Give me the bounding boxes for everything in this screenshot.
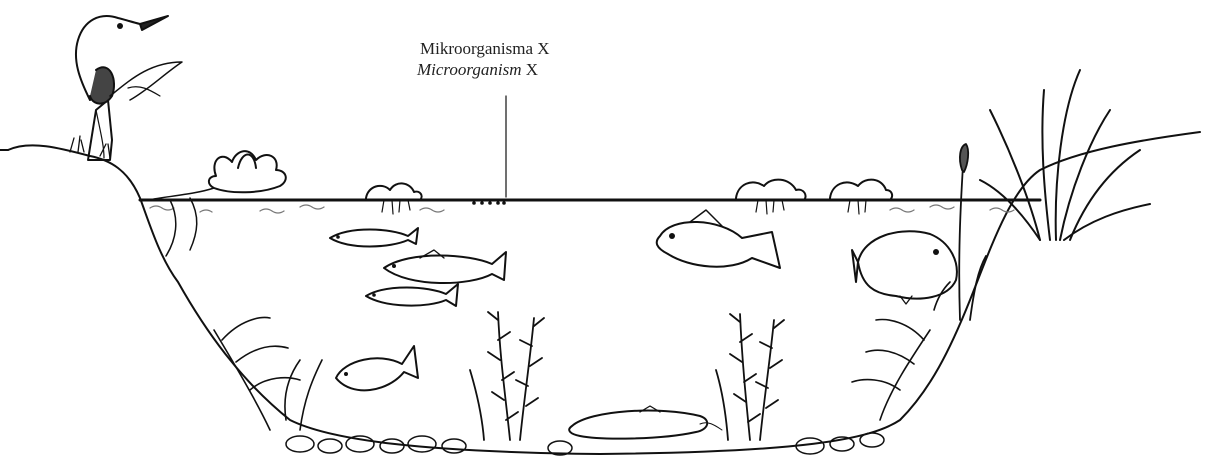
microorganism-label-english-italic: Microorganism xyxy=(417,60,522,79)
water-weed-right xyxy=(716,314,784,440)
underwater-plant-left xyxy=(214,318,322,430)
fish-large xyxy=(384,250,506,283)
floating-plant-3 xyxy=(830,180,892,214)
catfish xyxy=(569,406,722,439)
fish-carp xyxy=(336,346,418,390)
microorganism-label-malay: Mikroorganisma X xyxy=(420,39,550,59)
lotus-flower xyxy=(148,151,286,256)
fish-small-2 xyxy=(366,284,458,306)
microorganism-label-english: Microorganism X xyxy=(417,60,538,80)
underwater-plant-right xyxy=(852,282,950,420)
microorganism-x xyxy=(472,96,506,205)
fish-perch xyxy=(657,210,780,268)
kingfisher-bird xyxy=(76,16,182,160)
water-weed-left xyxy=(470,312,544,440)
microorganism-label-english-suffix: X xyxy=(522,60,539,79)
water-ripples xyxy=(150,205,1014,213)
floating-plant-2 xyxy=(736,180,806,214)
fish-small-1 xyxy=(330,228,418,247)
